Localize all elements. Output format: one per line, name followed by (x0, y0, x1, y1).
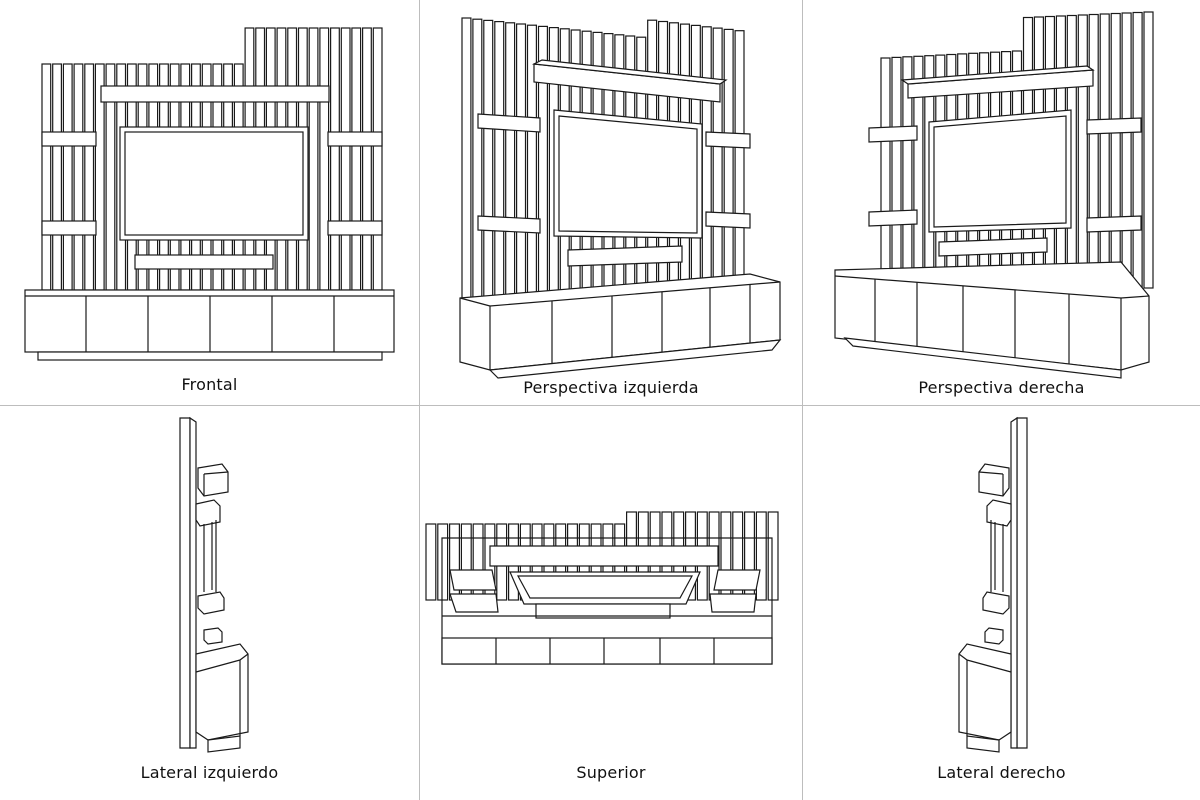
wall-slat (1077, 14, 1088, 285)
view-side-right: Lateral derecho (803, 406, 1200, 800)
wall-slat (73, 63, 84, 291)
view-perspective-right: Perspectiva derecha (803, 0, 1200, 405)
divider-vertical-2 (802, 0, 803, 800)
wall-slat (84, 63, 95, 291)
view-perspective-left: Perspectiva izquierda (420, 0, 802, 405)
wall-slat (461, 17, 472, 301)
top-slat (437, 523, 449, 601)
side-left-drawing (179, 416, 249, 753)
divider-vertical-1 (419, 0, 420, 800)
wall-slat (483, 19, 494, 299)
wall-slat (891, 56, 902, 272)
caption-frontal: Frontal (181, 375, 238, 394)
wall-slat (515, 23, 527, 297)
view-side-left: Lateral izquierdo (0, 406, 419, 800)
wall-slat (308, 27, 319, 291)
wall-slat (372, 27, 383, 291)
view-frontal: Frontal (0, 0, 419, 405)
perspective-right-drawing (834, 11, 1154, 379)
divider-horizontal (0, 405, 1200, 406)
wall-slat (701, 26, 712, 282)
wall-slat (62, 63, 73, 291)
wall-slat (1110, 12, 1121, 287)
caption-top: Superior (576, 763, 646, 782)
wall-slat (723, 28, 734, 280)
view-top: Superior (420, 406, 802, 800)
caption-perspective-left: Perspectiva izquierda (523, 378, 699, 397)
top-drawing (425, 511, 779, 665)
wall-slat (494, 21, 505, 298)
wall-slat (340, 27, 351, 291)
top-slat (767, 511, 779, 601)
caption-side-right: Lateral derecho (937, 763, 1066, 782)
caption-side-left: Lateral izquierdo (140, 763, 279, 782)
wall-slat (52, 63, 63, 291)
wall-slat (1099, 13, 1110, 286)
perspective-left-drawing (459, 17, 782, 379)
side-right-drawing (958, 416, 1028, 753)
wall-slat (319, 27, 330, 291)
top-slat (755, 511, 767, 601)
wall-slat (1143, 11, 1154, 289)
wall-slat (1088, 13, 1099, 285)
wall-slat (351, 27, 362, 291)
frontal-drawing (24, 27, 395, 361)
wall-slat (505, 22, 516, 298)
caption-perspective-right: Perspectiva derecha (918, 378, 1085, 397)
top-slat (425, 523, 437, 601)
wall-slat (472, 18, 483, 300)
wall-slat (41, 63, 52, 291)
wall-slat (330, 27, 340, 291)
wall-slat (1132, 11, 1143, 288)
wall-slat (1121, 12, 1132, 288)
wall-slat (712, 27, 723, 281)
wall-slat (734, 30, 745, 279)
wall-slat (362, 27, 372, 291)
wall-slat (880, 57, 891, 271)
